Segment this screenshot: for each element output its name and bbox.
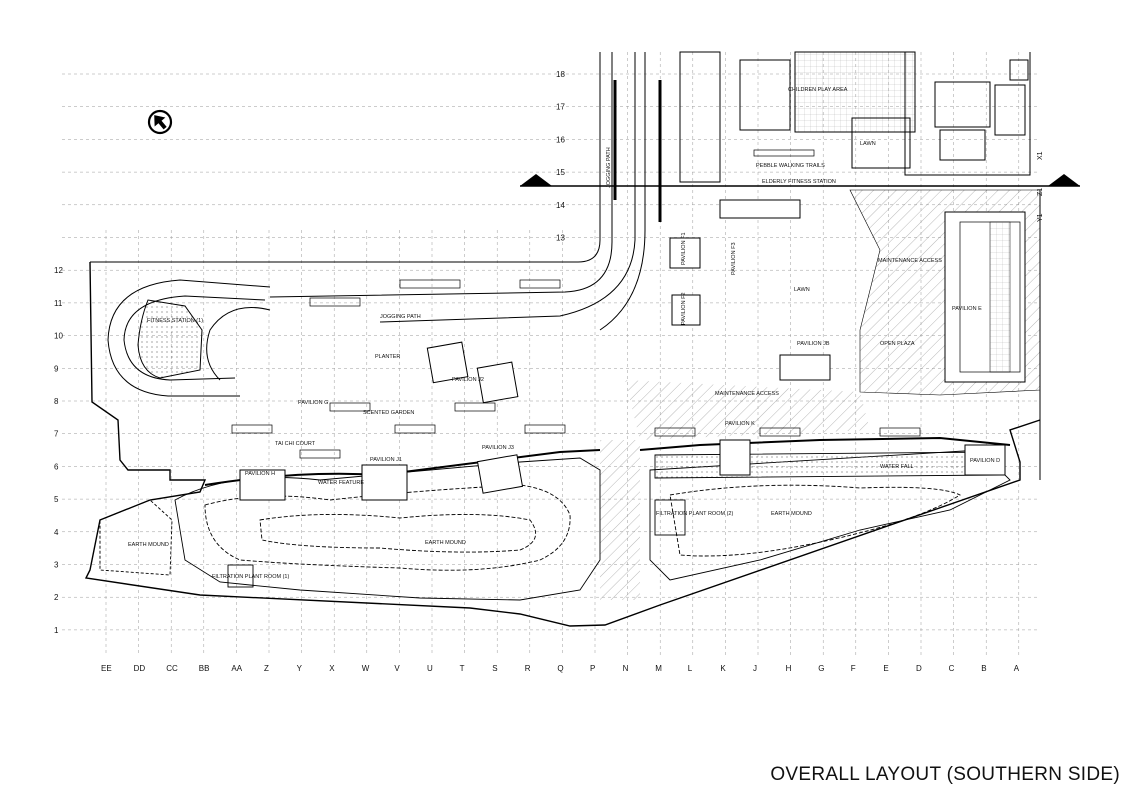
- label-tai-chi-court: TAI CHI COURT: [275, 441, 316, 447]
- label-fitness-station: FITNESS STATION (1): [147, 318, 203, 324]
- grid-col-label: A: [1014, 664, 1020, 673]
- label-pavilion-f3: PAVILION F3: [731, 242, 737, 275]
- grid-col-label: N: [623, 664, 629, 673]
- grid-col-label: G: [818, 664, 824, 673]
- section-mark-z1: Z1: [1037, 188, 1044, 196]
- label-pavilion-g: PAVILION G: [298, 400, 328, 406]
- label-pavilion-f2: PAVILION F2: [681, 292, 687, 325]
- grid-col-label: B: [981, 664, 986, 673]
- grid-labels: 18 17 16 15 14 13 12 11 10 9 8 7 6 5 4 3 2 1EE DD CC BB AA Z Y X…: [54, 70, 1020, 673]
- grid-col-label: Z: [264, 664, 269, 673]
- grid-col-label: L: [688, 664, 693, 673]
- grid-col-label: CC: [166, 664, 178, 673]
- grid-col-label: F: [851, 664, 856, 673]
- grid-col-label: U: [427, 664, 433, 673]
- plan-labels: CHILDREN PLAY AREA PEBBLE WALKING TRAILS…: [128, 87, 1000, 580]
- grid-col-label: V: [394, 664, 400, 673]
- label-water-feature: WATER FEATURE: [318, 480, 364, 486]
- section-mark-y1: Y1: [1037, 213, 1044, 222]
- grid-row-label: 15: [556, 168, 565, 177]
- fitness-station-loop: [107, 279, 271, 397]
- drawing-title: OVERALL LAYOUT (SOUTHERN SIDE): [770, 764, 1120, 785]
- grid-row-label: 18: [556, 70, 565, 79]
- label-pavilion-jb: PAVILION JB: [797, 341, 830, 347]
- grid-col-label: W: [362, 664, 370, 673]
- grid-col-label: AA: [231, 664, 242, 673]
- grid-row-label: 5: [54, 495, 59, 504]
- planters: [231, 149, 921, 459]
- label-lawn-north: LAWN: [860, 141, 876, 147]
- grid-col-label: M: [655, 664, 662, 673]
- grid-row-label: 13: [556, 234, 565, 243]
- label-planter: PLANTER: [375, 354, 400, 360]
- section-line-marker: [520, 174, 1080, 187]
- grid-row-label: 14: [556, 201, 565, 210]
- label-filtration-plant: FILTRATION PLANT ROOM (2): [656, 511, 733, 517]
- grid-row-label: 10: [54, 332, 63, 341]
- label-pavilion-j3: PAVILION J3: [482, 445, 514, 451]
- section-mark-x1: X1: [1037, 151, 1044, 160]
- grid-row-label: 16: [556, 135, 565, 144]
- north-arrow-icon: [147, 109, 173, 135]
- label-open-plaza: OPEN PLAZA: [880, 341, 915, 347]
- label-pavilion-j1: PAVILION J1: [370, 457, 402, 463]
- grid-col-label: C: [949, 664, 955, 673]
- grid-col-label: R: [525, 664, 531, 673]
- grid-col-label: DD: [134, 664, 146, 673]
- label-water-fall: WATER FALL: [880, 464, 914, 470]
- label-lawn-mid: LAWN: [794, 287, 810, 293]
- grid-row-label: 12: [54, 266, 63, 275]
- vertical-jogging-path: [90, 52, 662, 331]
- label-maintenance-access: MAINTENANCE ACCESS: [715, 391, 779, 397]
- label-jogging-path-vertical: JOGGING PATH: [606, 147, 612, 188]
- label-pebble-walking-trails: PEBBLE WALKING TRAILS: [756, 163, 825, 169]
- grid-row-label: 3: [54, 561, 59, 570]
- grid-col-label: Q: [557, 664, 563, 673]
- label-jogging-path: JOGGING PATH: [380, 314, 421, 320]
- pavilions: [239, 199, 1006, 501]
- grid-col-label: K: [720, 664, 726, 673]
- grid-col-label: P: [590, 664, 595, 673]
- label-earth-mound-west: EARTH MOUND: [128, 542, 169, 548]
- label-elderly-fitness-station: ELDERLY FITNESS STATION: [762, 179, 836, 185]
- label-children-play-area: CHILDREN PLAY AREA: [788, 87, 848, 93]
- grid-row-label: 7: [54, 430, 59, 439]
- grid-col-label: D: [916, 664, 922, 673]
- grid-col-label: H: [786, 664, 792, 673]
- grid-row-label: 4: [54, 528, 59, 537]
- grid-col-label: J: [753, 664, 757, 673]
- label-pavilion-e: PAVILION E: [952, 306, 982, 312]
- label-pavilion-k: PAVILION K: [725, 421, 755, 427]
- label-pavilion-f1: PAVILION F1: [681, 232, 687, 265]
- grid-row-label: 8: [54, 397, 59, 406]
- grid-row-label: 9: [54, 364, 59, 373]
- grid-col-label: Y: [297, 664, 303, 673]
- children-play-area-block: [679, 51, 1031, 183]
- grid-col-label: BB: [199, 664, 210, 673]
- grid-row-label: 2: [54, 593, 59, 602]
- grid-col-label: EE: [101, 664, 112, 673]
- label-scented-garden: SCENTED GARDEN: [363, 410, 414, 416]
- grid-row-label: 17: [556, 103, 565, 112]
- site-boundary: [84, 190, 1041, 627]
- grid-row-label: 1: [54, 626, 59, 635]
- grid-col-label: E: [883, 664, 888, 673]
- grid-col-label: S: [492, 664, 497, 673]
- label-pavilion-d: PAVILION D: [970, 458, 1000, 464]
- section-marks: X1 Y1 Z1: [1037, 151, 1044, 222]
- label-pavilion-h: PAVILION H: [245, 471, 275, 477]
- label-earth-mound-east: EARTH MOUND: [771, 511, 812, 517]
- label-pavilion-j2: PAVILION J2: [452, 377, 484, 383]
- grid-col-label: X: [329, 664, 335, 673]
- grid-row-label: 11: [54, 299, 63, 308]
- grid-col-label: T: [460, 664, 465, 673]
- label-earth-mound-mid: EARTH MOUND: [425, 540, 466, 546]
- grid-row-label: 6: [54, 462, 59, 471]
- label-filtration-plant-west: FILTRATION PLANT ROOM (1): [212, 574, 289, 580]
- label-maintenance-access-plaza: MAINTENANCE ACCESS: [878, 258, 942, 264]
- open-plaza-paving: [600, 189, 1041, 600]
